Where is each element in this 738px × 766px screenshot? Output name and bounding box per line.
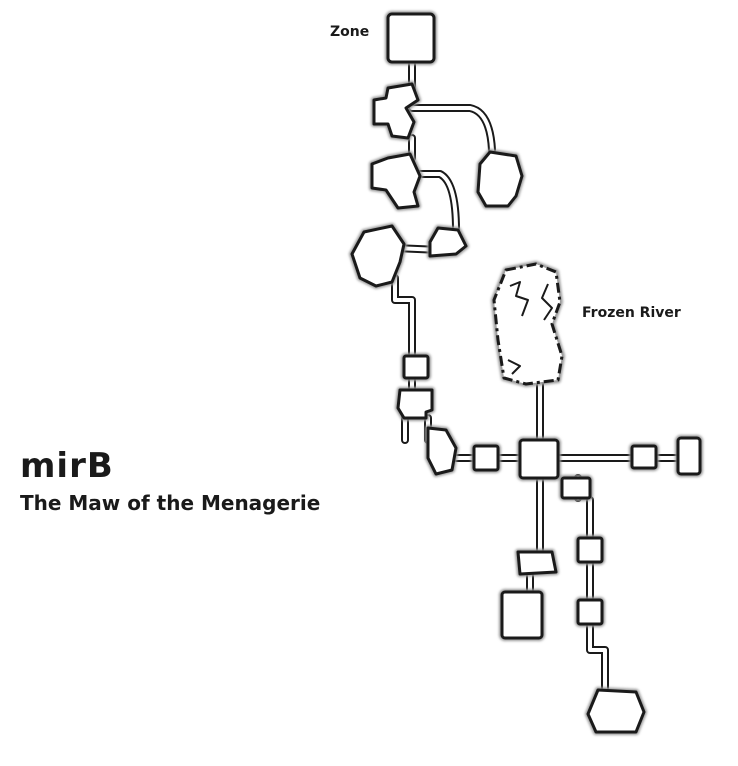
room xyxy=(516,550,558,576)
frozen-river-label: Frozen River xyxy=(582,305,681,321)
map-code-title: mirB xyxy=(20,446,114,486)
map-name-subtitle: The Maw of the Menagerie xyxy=(20,491,321,515)
room xyxy=(576,598,604,626)
room xyxy=(576,536,604,564)
room xyxy=(676,436,702,476)
room-frozen-river xyxy=(492,262,564,386)
room xyxy=(560,476,592,500)
corridors xyxy=(391,58,684,694)
room xyxy=(500,590,544,640)
room xyxy=(630,444,658,470)
room-boss xyxy=(586,688,646,734)
room-zone-entrance xyxy=(386,12,436,64)
zone-label: Zone xyxy=(330,24,370,40)
room xyxy=(472,444,500,472)
rooms xyxy=(349,11,703,735)
room xyxy=(426,426,458,476)
room-central-hub xyxy=(518,438,560,480)
room xyxy=(370,152,422,210)
room xyxy=(402,354,430,380)
room xyxy=(396,388,434,420)
room xyxy=(372,82,420,140)
room xyxy=(476,150,524,208)
room xyxy=(428,226,468,258)
room xyxy=(350,224,406,288)
